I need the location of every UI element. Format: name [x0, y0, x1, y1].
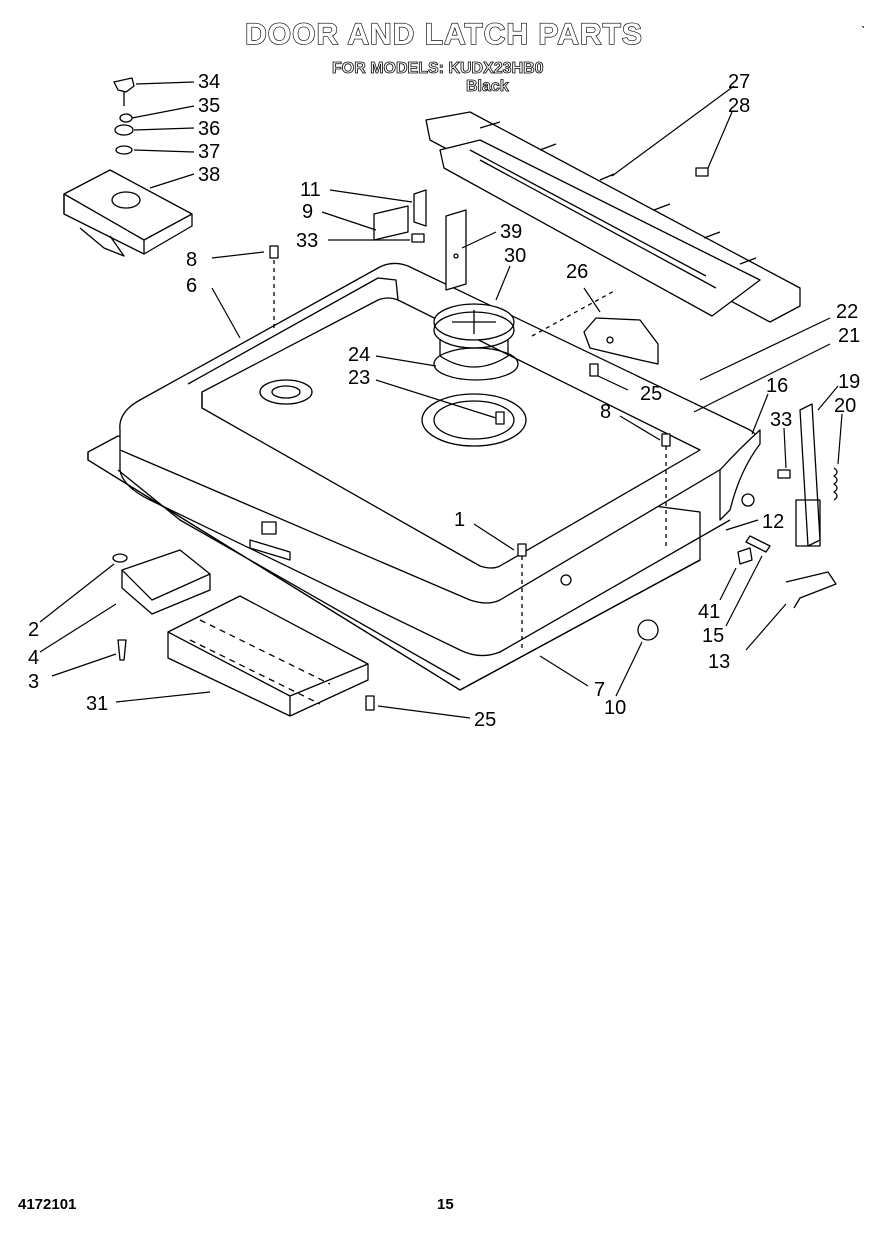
document-number: 4172101	[18, 1196, 77, 1213]
hinge-bracket	[583, 317, 659, 365]
door-inner-panel	[119, 262, 761, 657]
models-label: FOR MODELS: KUDX23HB0	[332, 60, 544, 78]
callout-12: 12	[762, 511, 784, 533]
callout-34: 34	[198, 71, 220, 93]
callout-19: 19	[838, 371, 860, 393]
page-title: DOOR AND LATCH PARTS	[244, 17, 643, 51]
access-panel	[167, 595, 369, 717]
callout-8-right: 8	[600, 401, 611, 423]
callout-20: 20	[834, 395, 856, 417]
callout-28: 28	[728, 95, 750, 117]
callout-16: 16	[766, 375, 788, 397]
callout-2: 2	[28, 619, 39, 641]
latch-lower-left	[112, 549, 211, 661]
callout-30: 30	[504, 245, 526, 267]
callout-7: 7	[594, 679, 605, 701]
callout-37: 37	[198, 141, 220, 163]
callout-25-mid: 25	[640, 383, 662, 405]
callout-10: 10	[604, 697, 626, 719]
callout-9: 9	[302, 201, 313, 223]
callout-21: 21	[838, 325, 860, 347]
page-number: 15	[437, 1196, 454, 1213]
callout-1: 1	[454, 509, 465, 531]
callout-22: 22	[836, 301, 858, 323]
callout-33-right: 33	[770, 409, 792, 431]
callout-35: 35	[198, 95, 220, 117]
color-label: Black	[466, 78, 509, 96]
callout-27: 27	[728, 71, 750, 93]
callout-labels: 34 35 36 37 38 11 9 33 39 30 8 6 27 28 2…	[28, 71, 860, 731]
latch-bracket-left	[373, 189, 467, 291]
callout-26: 26	[566, 261, 588, 283]
callout-6: 6	[186, 275, 197, 297]
callout-23: 23	[348, 367, 370, 389]
callout-15: 15	[702, 625, 724, 647]
callout-24: 24	[348, 344, 370, 366]
leader-lines	[39, 81, 843, 719]
corner-mark: ˎ	[861, 12, 866, 28]
control-box	[63, 169, 193, 257]
callout-8-left: 8	[186, 249, 197, 271]
knob-stack	[113, 77, 135, 155]
callout-13: 13	[708, 651, 730, 673]
callout-41: 41	[698, 601, 720, 623]
callout-25-bottom: 25	[474, 709, 496, 731]
spray-assembly	[433, 303, 519, 381]
callout-3: 3	[28, 671, 39, 693]
alignment-lines	[273, 260, 667, 648]
callout-4: 4	[28, 647, 39, 669]
vent-strip	[425, 111, 801, 323]
callout-36: 36	[198, 118, 220, 140]
callout-38: 38	[198, 164, 220, 186]
latch-right	[737, 403, 838, 609]
callout-33-left: 33	[296, 230, 318, 252]
callout-11: 11	[300, 179, 321, 201]
callout-31: 31	[86, 693, 108, 715]
callout-39: 39	[500, 221, 522, 243]
